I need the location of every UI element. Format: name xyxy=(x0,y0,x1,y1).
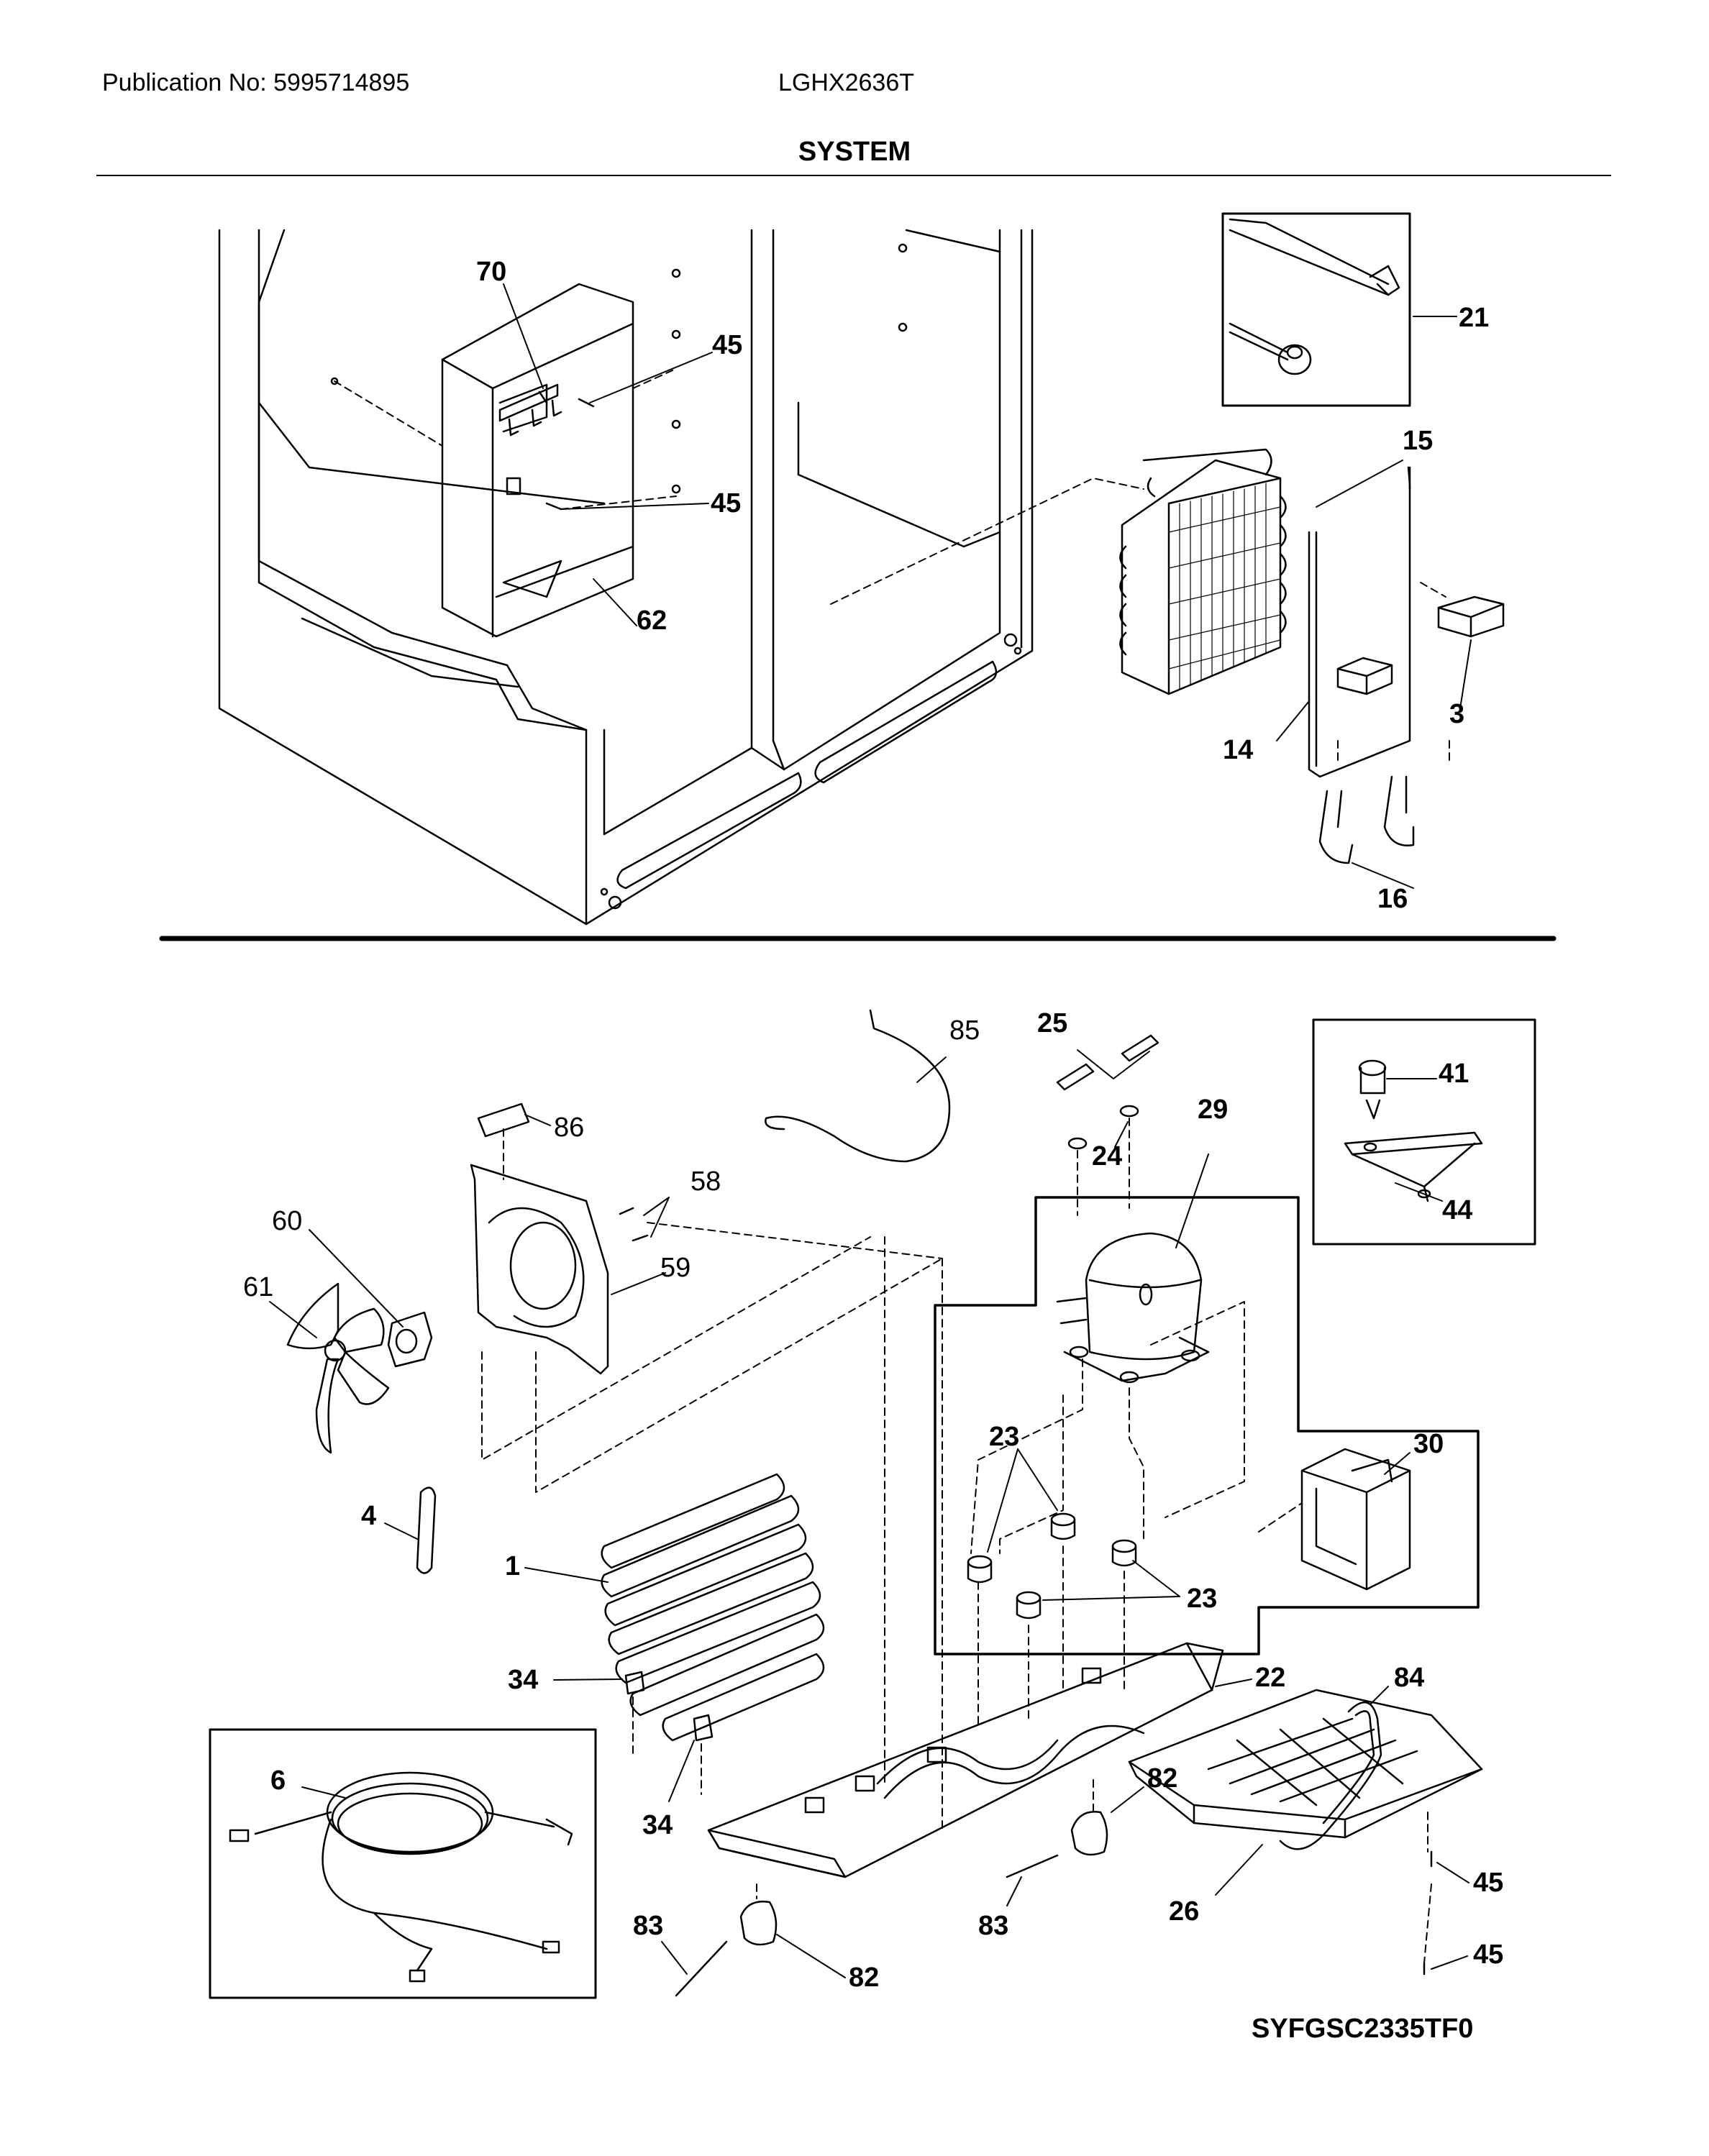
drain-tube xyxy=(1279,1701,1382,1850)
roller-pins xyxy=(675,1854,1059,1997)
label-14: 14 xyxy=(1223,735,1253,765)
label-44: 44 xyxy=(1442,1195,1472,1225)
condenser-coil xyxy=(1119,448,1287,695)
label-85: 85 xyxy=(949,1015,980,1046)
drain-pan xyxy=(1128,1689,1483,1839)
label-23-a: 23 xyxy=(989,1422,1019,1452)
shroud-clip xyxy=(477,1102,530,1138)
label-82-a: 82 xyxy=(1147,1763,1177,1794)
label-22: 22 xyxy=(1255,1663,1285,1693)
label-45-b: 45 xyxy=(711,488,741,519)
label-1: 1 xyxy=(505,1551,520,1581)
upper-guide-lines xyxy=(334,370,1450,763)
label-29: 29 xyxy=(1198,1095,1228,1125)
label-86: 86 xyxy=(554,1113,584,1143)
evaporator-cover-bracket xyxy=(498,383,562,437)
discharge-tube xyxy=(765,1009,951,1163)
label-60: 60 xyxy=(272,1206,302,1236)
spacers xyxy=(624,1671,714,1742)
grommets xyxy=(967,1512,1137,1620)
condenser-fins xyxy=(1168,483,1281,690)
label-4: 4 xyxy=(361,1501,376,1531)
label-25: 25 xyxy=(1037,1008,1067,1038)
drier-tubes xyxy=(1308,466,1411,778)
label-70: 70 xyxy=(476,257,506,287)
inset-box-harness xyxy=(209,1728,597,1999)
inset-box-21 xyxy=(1221,212,1411,407)
label-45-d: 45 xyxy=(1473,1940,1503,1970)
lower-leader-lines xyxy=(269,1049,1469,1978)
label-45-c: 45 xyxy=(1473,1868,1503,1898)
fan-blade xyxy=(286,1282,390,1454)
label-16: 16 xyxy=(1377,884,1408,914)
insulator-blocks xyxy=(1336,595,1505,695)
evaporator-coil xyxy=(601,1473,825,1742)
label-15: 15 xyxy=(1403,426,1433,456)
upper-leader-lines xyxy=(503,283,1472,889)
compressor-inset-outline xyxy=(934,1196,1480,1655)
label-23-b: 23 xyxy=(1187,1584,1217,1614)
label-83-b: 83 xyxy=(978,1911,1008,1941)
lower-guide-lines xyxy=(481,1118,1432,1964)
label-45-a: 45 xyxy=(712,330,742,360)
label-3: 3 xyxy=(1449,699,1464,729)
model-number: LGHX2636T xyxy=(778,69,914,96)
wire-clips xyxy=(1056,1034,1159,1150)
label-34-a: 34 xyxy=(508,1665,538,1695)
label-24: 24 xyxy=(1092,1141,1122,1171)
label-30: 30 xyxy=(1413,1429,1444,1459)
publication-number: Publication No: 5995714895 xyxy=(102,69,410,96)
label-58: 58 xyxy=(691,1166,721,1197)
evaporator-cover xyxy=(441,283,634,638)
filter-drier xyxy=(416,1486,437,1574)
label-62: 62 xyxy=(637,606,667,636)
inset-box-41-44 xyxy=(1312,1018,1536,1246)
label-6: 6 xyxy=(270,1766,286,1796)
label-21: 21 xyxy=(1459,303,1489,333)
fan-screws xyxy=(619,1207,649,1242)
fan-motor xyxy=(387,1311,433,1368)
header-rule xyxy=(96,175,1611,176)
label-61: 61 xyxy=(243,1272,273,1302)
cabinet-liner xyxy=(218,229,1034,926)
fan-shroud xyxy=(470,1164,609,1375)
label-83-a: 83 xyxy=(633,1911,663,1941)
screw-45-upper xyxy=(545,398,595,511)
rollers xyxy=(739,1811,1108,1946)
compressor xyxy=(1056,1232,1210,1384)
label-41: 41 xyxy=(1439,1059,1469,1089)
tube-clips xyxy=(1318,775,1415,864)
relay-cover xyxy=(1300,1448,1411,1591)
label-82-b: 82 xyxy=(849,1963,879,1993)
label-84: 84 xyxy=(1394,1663,1424,1693)
page-title: SYSTEM xyxy=(798,137,911,167)
diagram-code: SYFGSC2335TF0 xyxy=(1252,2014,1474,2044)
label-34-b: 34 xyxy=(642,1810,673,1840)
label-59: 59 xyxy=(660,1253,691,1283)
label-26: 26 xyxy=(1169,1896,1199,1927)
drain-pan-screws xyxy=(1423,1850,1433,1975)
compressor-base-pan xyxy=(707,1642,1224,1878)
